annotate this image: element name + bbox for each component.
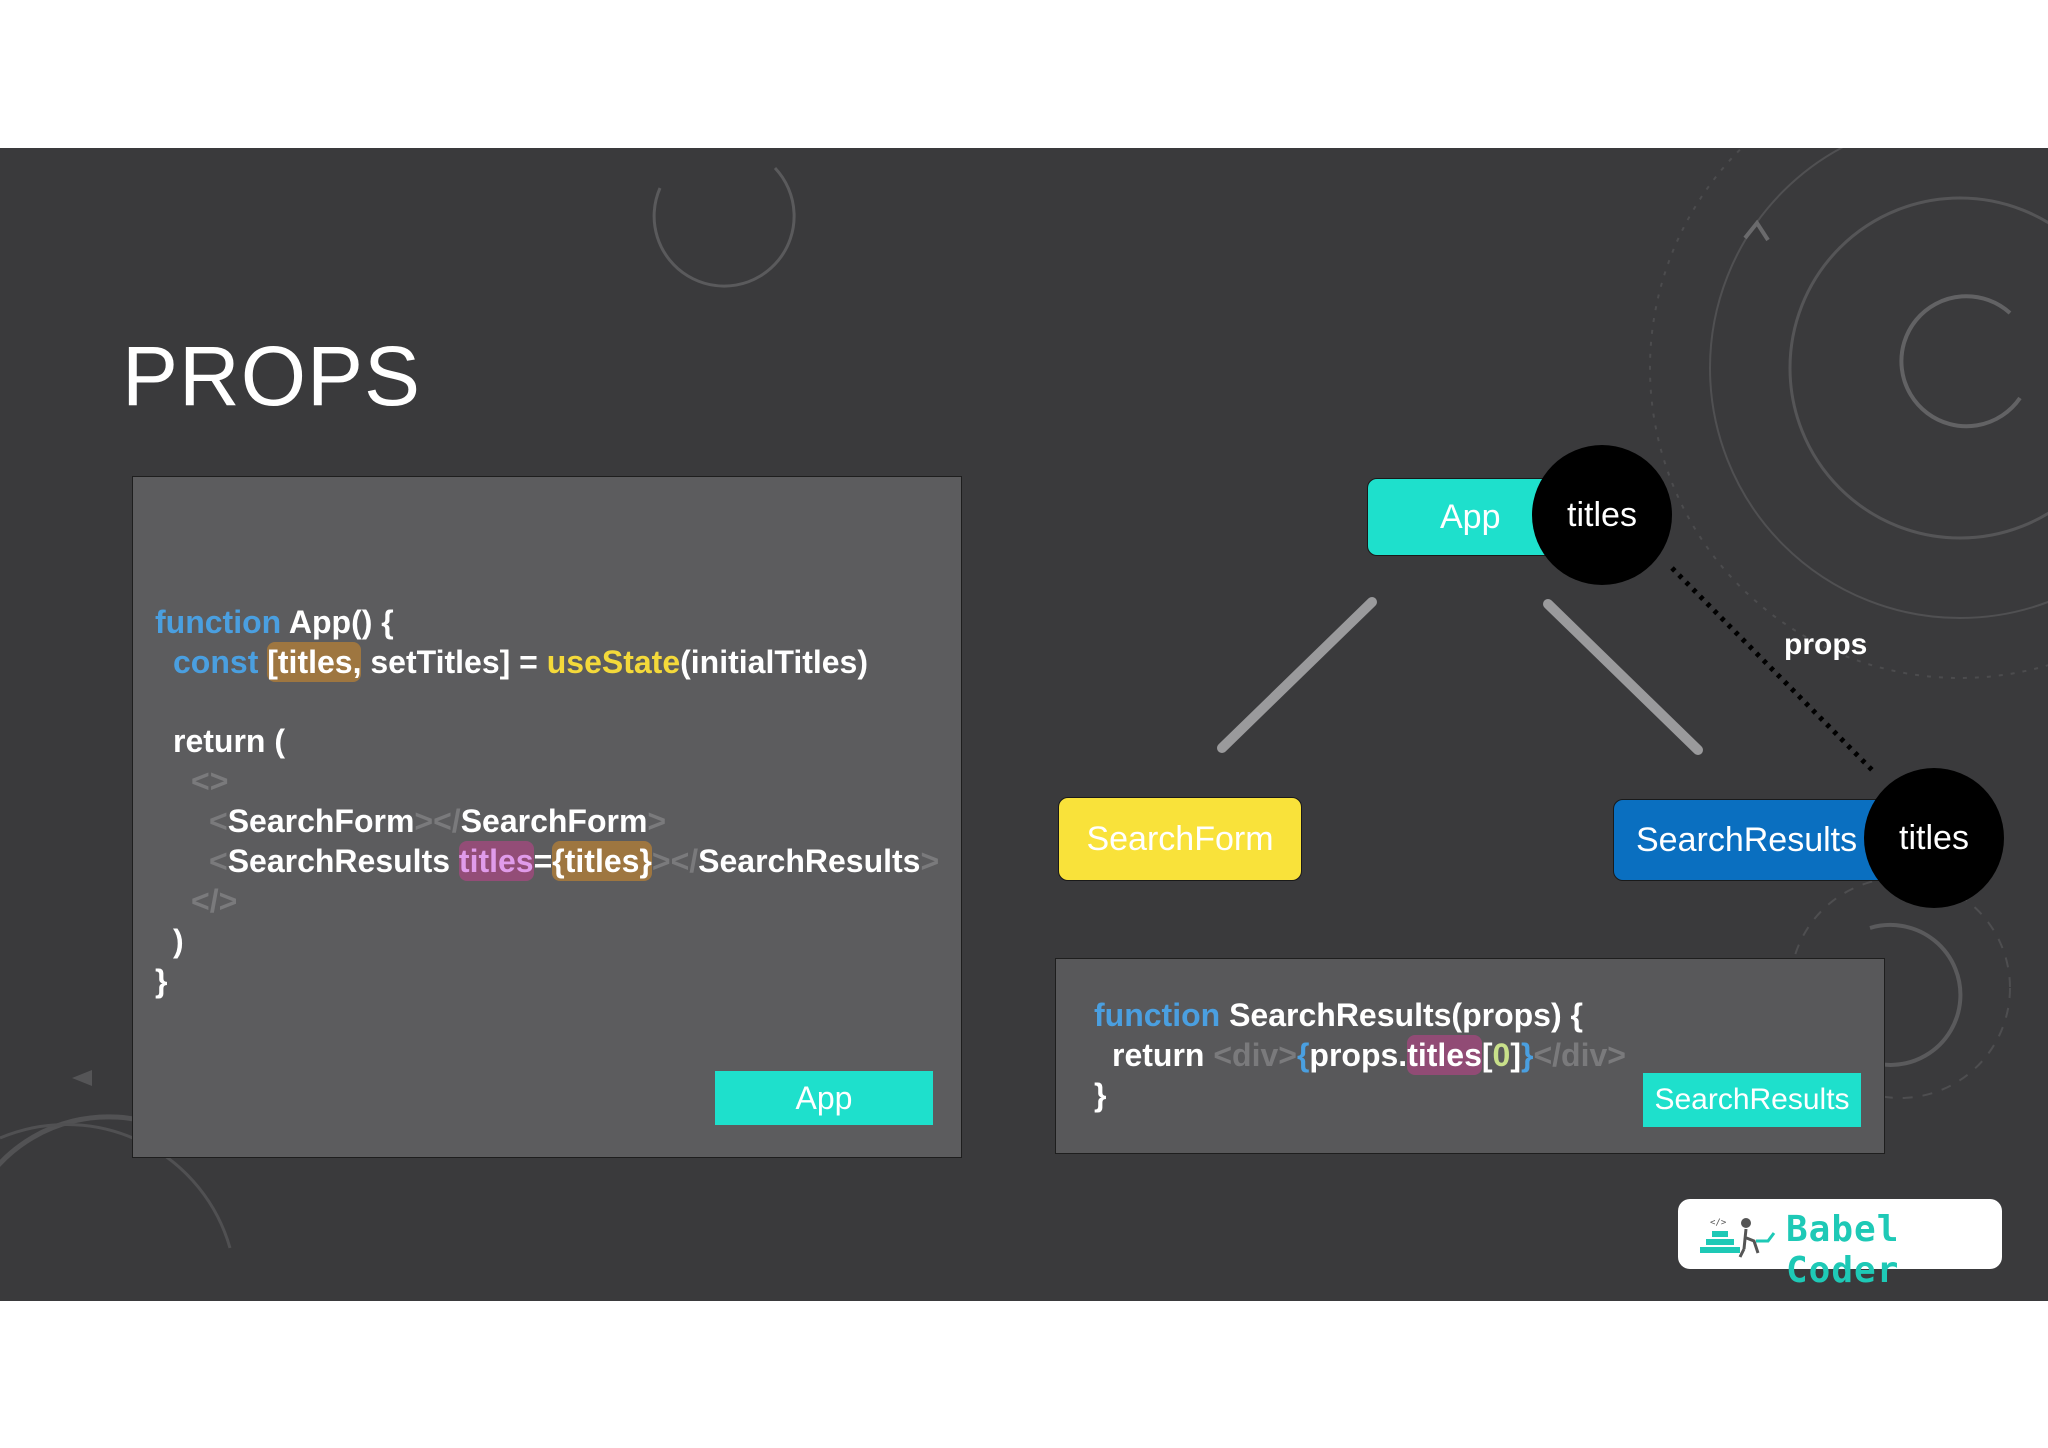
- deco-chevron-top-right: [1743, 219, 1770, 242]
- component-tree-edges: [1217, 566, 1878, 776]
- svg-text:</>: </>: [1710, 1218, 1727, 1228]
- deco-ring-right-dash: [1649, 148, 2048, 679]
- keyword-const: const: [173, 644, 259, 680]
- props-object: props.: [1309, 1037, 1408, 1073]
- edge-app-searchresults: [1543, 599, 1703, 755]
- deco-arc-right-inner: [1899, 294, 2022, 429]
- props-edge-label: props: [1784, 628, 1868, 661]
- deco-arrow-left: [72, 1070, 92, 1086]
- app-code-line-8: ): [173, 923, 184, 959]
- searchresults-props-circle: titles: [1864, 768, 2004, 908]
- sr-code-line-3: }: [1094, 1077, 1107, 1113]
- searchresults-props-label: titles: [1899, 818, 1969, 857]
- state-destructure-highlight: [titles,: [267, 642, 362, 682]
- titles-prop-highlight: titles: [1407, 1035, 1482, 1075]
- app-code-line-6: <SearchResults titles={titles}></SearchR…: [209, 841, 939, 881]
- slide: PROPS function App() { const [titles, se…: [0, 148, 2048, 1301]
- app-state-circle: titles: [1532, 445, 1672, 585]
- app-code-block: function App() { const [titles, setTitle…: [133, 477, 939, 999]
- tag-close-start: ></: [651, 843, 699, 879]
- jsx-brace-close: }: [1520, 1037, 1534, 1073]
- tag-gt: >: [920, 843, 940, 879]
- index-open: [: [1481, 1037, 1493, 1073]
- div-close-tag: </div>: [1533, 1037, 1626, 1073]
- usestate-call: useState: [546, 644, 681, 680]
- searchform-close-tag: SearchForm: [460, 803, 648, 839]
- return-keyword: return: [1112, 1037, 1214, 1073]
- tag-gt: >: [647, 803, 667, 839]
- app-code-line-1: function App() {: [155, 602, 394, 642]
- searchform-node-label: SearchForm: [1086, 819, 1274, 858]
- div-open-tag: <div>: [1213, 1037, 1297, 1073]
- app-state-label: titles: [1567, 495, 1637, 534]
- app-signature: App() {: [281, 604, 394, 640]
- brand-name: Babel Coder: [1786, 1209, 1900, 1291]
- searchresults-panel-tag: SearchResults: [1643, 1073, 1861, 1127]
- app-node-label: App: [1440, 497, 1501, 536]
- deco-arc-bottom-right: [1859, 922, 1963, 1067]
- searchform-open-tag: SearchForm: [227, 803, 415, 839]
- slide-title: PROPS: [122, 329, 422, 423]
- deco-arc-top: [652, 166, 796, 288]
- prop-name-highlight: titles: [458, 841, 534, 881]
- searchresults-node: SearchResults: [1613, 799, 1903, 881]
- tag-lt: <: [209, 803, 228, 839]
- jsx-brace-open: {: [1296, 1037, 1310, 1073]
- prop-equals: =: [533, 843, 553, 879]
- searchform-node: SearchForm: [1058, 797, 1302, 881]
- sr-signature: SearchResults(props) {: [1220, 997, 1583, 1033]
- edge-app-searchform: [1217, 597, 1377, 753]
- tag-lt: <: [209, 843, 228, 879]
- app-panel-tag: App: [715, 1071, 933, 1125]
- babel-coder-mark-icon: </>: [1700, 1218, 1776, 1258]
- sr-code-line-1: function SearchResults(props) {: [1094, 995, 1583, 1035]
- usestate-args: (initialTitles): [680, 644, 868, 680]
- keyword-function: function: [1094, 997, 1221, 1033]
- index-value: 0: [1492, 1037, 1511, 1073]
- keyword-function: function: [155, 604, 282, 640]
- app-code-line-5: <SearchForm></SearchForm>: [209, 801, 666, 841]
- index-close: ]: [1510, 1037, 1521, 1073]
- app-code-line-9: }: [155, 963, 168, 999]
- sr-code-line-2: return <div>{props.titles[0]}</div>: [1112, 1035, 1626, 1075]
- deco-ring-right-outer: [1709, 148, 2048, 619]
- app-code-line-2: const [titles, setTitles] = useState(ini…: [173, 642, 868, 682]
- searchresults-node-label: SearchResults: [1636, 820, 1858, 859]
- babel-coder-logo: </> Babel Coder: [1678, 1199, 2002, 1291]
- props-flow-dotted-line: [1670, 566, 1878, 776]
- app-code-panel: function App() { const [titles, setTitle…: [132, 476, 962, 1158]
- setter-text: setTitles] =: [361, 644, 547, 680]
- searchresults-close-tag: SearchResults: [698, 843, 921, 879]
- app-code-line-7: </>: [191, 883, 238, 919]
- searchresults-code-block: function SearchResults(props) { return <…: [1056, 959, 1626, 1159]
- deco-ring-right-mid: [1788, 196, 2048, 540]
- searchresults-code-panel: function SearchResults(props) { return <…: [1055, 958, 1885, 1154]
- searchresults-open-tag: SearchResults: [227, 843, 459, 879]
- tag-close-start: ></: [414, 803, 461, 839]
- app-code-line-4: <>: [191, 763, 229, 799]
- app-code-line-3: return (: [173, 723, 285, 759]
- prop-value-highlight: {titles}: [552, 841, 652, 881]
